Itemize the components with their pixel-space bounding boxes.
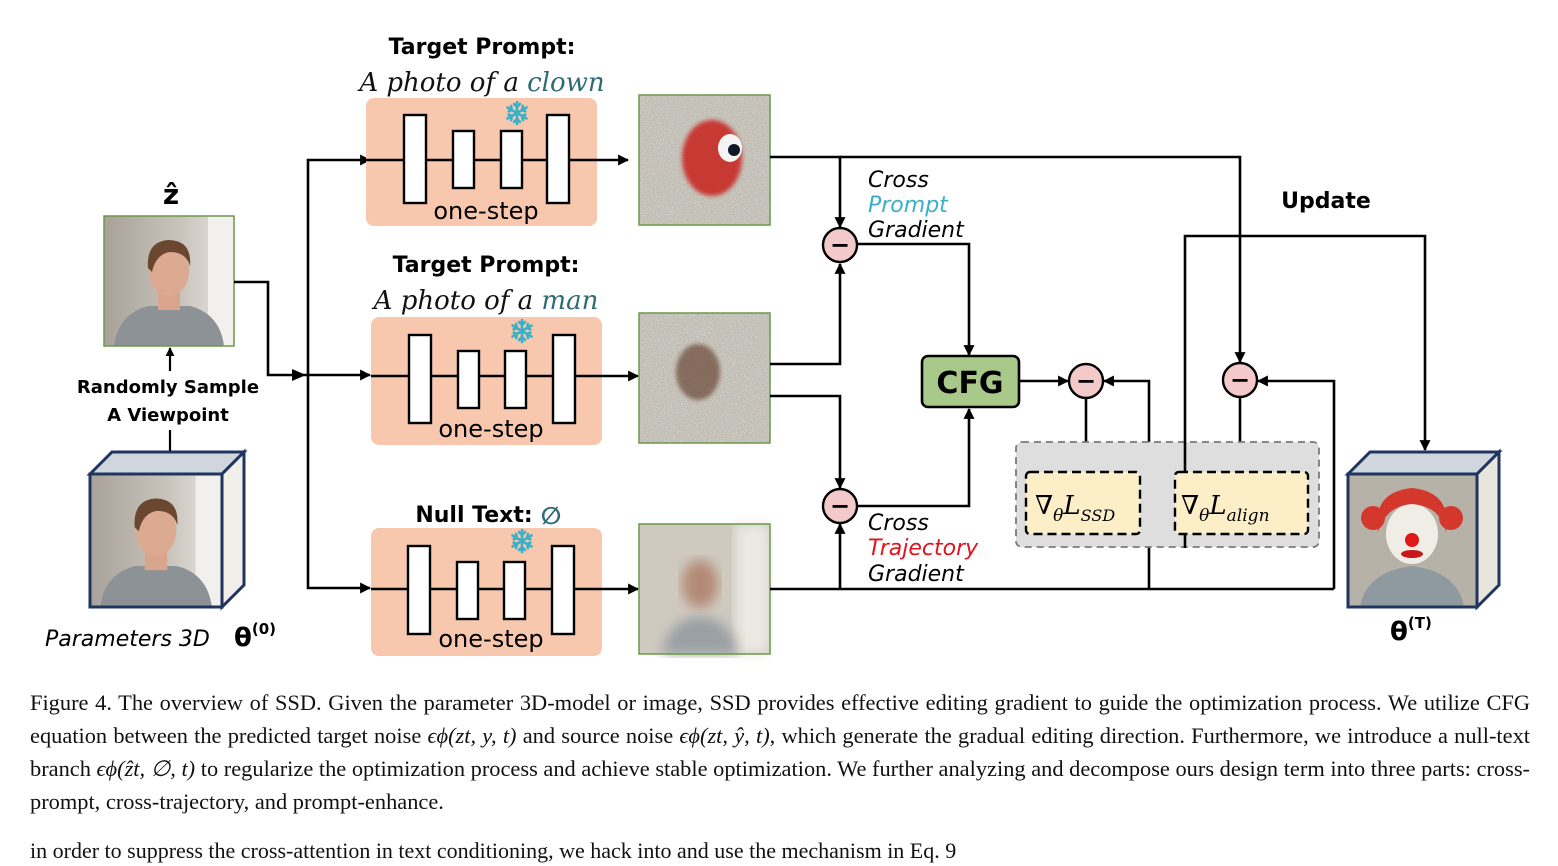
loss-ssd-box: ∇θLSSD — [1024, 470, 1142, 536]
theta0-label: θ(0) — [234, 620, 276, 653]
one-step-label-1: one-step — [433, 197, 538, 225]
one-step-label-3: one-step — [438, 625, 543, 653]
minus-op-prompt: − — [821, 226, 859, 264]
svg-text:Gradient: Gradient — [868, 218, 965, 243]
branch-2-heading: Target Prompt: — [393, 253, 580, 278]
output-3d-cube — [1344, 448, 1503, 611]
svg-text:−: − — [830, 492, 850, 520]
svg-text:Cross: Cross — [868, 168, 929, 193]
branch-1-heading: Target Prompt: — [389, 35, 576, 60]
loss-align-box: ∇θLalign — [1173, 470, 1310, 536]
svg-text:Cross: Cross — [868, 511, 929, 536]
svg-text:−: − — [1230, 366, 1250, 394]
minus-op-ssd: − — [1067, 362, 1105, 400]
svg-text:∇θLalign: ∇θLalign — [1181, 491, 1270, 526]
branch-2-prompt: A photo of a man — [372, 286, 599, 316]
branch-1-prompt: A photo of a clown — [357, 68, 604, 98]
one-step-label-2: one-step — [438, 415, 543, 443]
figure-caption: Figure 4. The overview of SSD. Given the… — [30, 690, 1531, 814]
noise-man-image — [638, 312, 771, 444]
input-split-arrows — [234, 154, 372, 594]
null-symbol: ∅ — [541, 502, 562, 530]
source-3d-cube — [86, 448, 248, 611]
gradient-connections — [770, 155, 1431, 591]
thetaT-label: θ(T) — [1390, 614, 1432, 647]
svg-text:Prompt: Prompt — [868, 193, 949, 218]
branch-3-heading: Null Text: — [415, 503, 532, 528]
noise-clown-image — [638, 94, 771, 226]
minus-op-trajectory: − — [821, 487, 859, 525]
z-hat-label: ẑ — [163, 178, 179, 211]
svg-text:Gradient: Gradient — [868, 562, 965, 587]
sample-label-line1: Randomly Sample — [77, 377, 259, 398]
body-text-cutoff: in order to suppress the cross-attention… — [30, 838, 957, 863]
svg-text:−: − — [830, 231, 850, 259]
svg-text:−: − — [1076, 367, 1096, 395]
minus-op-align: − — [1221, 361, 1259, 399]
svg-text:∇θLSSD: ∇θLSSD — [1035, 491, 1115, 526]
params-label: Parameters 3D — [45, 627, 210, 652]
unet-block-1: one-step — [366, 98, 630, 226]
svg-text:CFG: CFG — [936, 366, 1003, 401]
cross-prompt-label: Cross Prompt Gradient — [868, 168, 965, 243]
unet-block-2: one-step — [371, 317, 640, 445]
update-label: Update — [1281, 189, 1371, 214]
cfg-box: CFG — [920, 354, 1021, 409]
sample-label-line2: A Viewpoint — [107, 405, 229, 426]
svg-text:Trajectory: Trajectory — [868, 536, 979, 561]
cross-trajectory-label: Cross Trajectory Gradient — [868, 511, 979, 587]
unet-block-3: one-step — [371, 528, 640, 656]
null-text-image — [638, 523, 771, 655]
viewpoint-image — [103, 215, 235, 347]
